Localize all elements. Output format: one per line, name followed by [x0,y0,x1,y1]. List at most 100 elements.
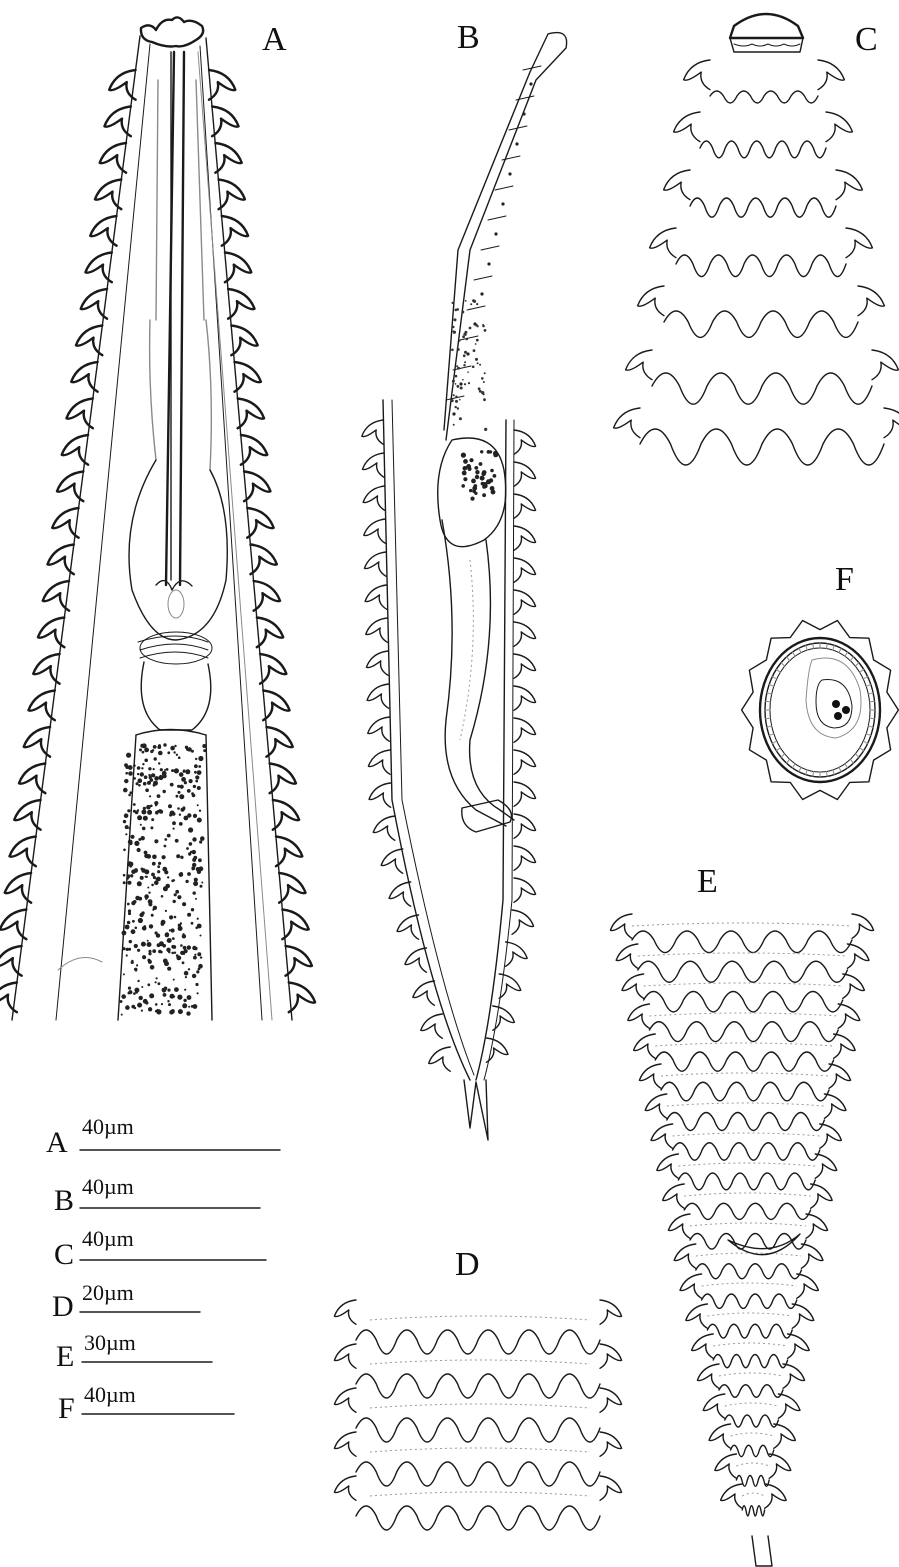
granule [143,782,147,786]
gonad-cell-nucleus [515,142,518,145]
granule [147,810,152,815]
granule [147,942,152,947]
annule-e-boundary [742,1493,764,1496]
granule [152,855,157,860]
stipple-dot [482,325,485,328]
granule [131,929,136,934]
granule [183,946,187,950]
panel-label-a: A [262,21,287,58]
granule [182,961,185,964]
gonad-cell-nucleus [508,172,511,175]
cuticle-hatch [850,759,853,763]
spine-e-left [628,1004,650,1028]
granule [187,789,191,793]
cuticle-hatch [776,669,780,672]
spine-b-right [514,430,536,454]
gonad-cell-nucleus [480,292,483,295]
granule [137,949,140,952]
spine-c-left [650,228,676,258]
gonad-cell-nucleus [487,262,490,265]
spine-a-left [38,618,64,648]
granule [178,756,181,759]
panel-label-e: E [697,863,718,900]
granule [188,827,193,832]
spine-e-left [715,1454,737,1478]
granule [184,971,189,976]
granule [124,813,129,818]
stipple-dot [467,371,469,373]
granule [157,810,160,813]
granule [187,945,191,949]
gonad-cell-wall [488,216,506,220]
granule [158,744,161,747]
stipple-dot [477,362,479,364]
granule [167,751,170,754]
granule [142,926,147,931]
sperm-cell [472,489,476,493]
granule [172,821,176,825]
granule [137,773,139,775]
granule [152,862,156,866]
stipple-dot [472,366,475,369]
stipple-dot [473,300,476,303]
sperm-cell [463,459,468,464]
annule-e [719,1385,783,1398]
spine-e-left [674,1244,696,1268]
granule [149,993,154,998]
granule [133,803,136,806]
stipple-dot [484,428,487,431]
spine-d-right [600,1432,622,1456]
cuticle-hatch [839,648,841,653]
stipple-dot [484,329,487,332]
granule [158,950,162,954]
spine-b-right [512,910,534,934]
spine-e-right [811,1184,833,1208]
spine-a-left [66,399,92,429]
sperm-cell [474,466,478,470]
granule [192,858,196,862]
granule [186,1011,190,1015]
panel-f-cross-section [742,621,899,800]
granule [135,927,138,930]
granule [175,890,179,894]
granule [128,771,133,776]
sperm-cell [489,478,493,482]
granule [131,1005,135,1009]
granule [162,855,166,859]
spine-e-right [774,1424,796,1448]
spine-b-left [389,882,411,906]
spine-b-left [373,816,395,840]
granule [195,775,199,779]
granule [124,763,128,767]
spine-e-left [645,1094,667,1118]
spine-d-left [334,1300,356,1324]
panel-b-posterior-body [362,33,567,1140]
granule [179,772,184,777]
spine-a-left [85,253,111,283]
cuticle-hatch [793,764,796,768]
spine-a-right [289,983,315,1013]
spine-e-right [843,974,865,998]
granule [134,944,138,948]
granule [127,861,132,866]
stipple-dot [451,349,454,352]
granule [158,862,161,865]
sperm-cell [493,474,497,478]
sperm-cell [489,450,492,453]
spine-a-left [28,691,54,721]
granule [141,986,143,988]
cuticle-hatch [868,726,873,727]
granule [159,810,163,814]
granule [137,980,139,982]
granule [185,976,187,978]
granule [181,808,185,812]
granule [157,1009,159,1011]
spine-a-right [247,508,273,538]
granule [159,941,164,946]
spine-d-left [334,1388,356,1412]
sperm-cell [461,484,465,488]
annule-e [725,1415,779,1427]
granule [164,845,167,848]
spine-e-right [815,1154,837,1178]
scale-length-e: 30µm [84,1330,136,1355]
